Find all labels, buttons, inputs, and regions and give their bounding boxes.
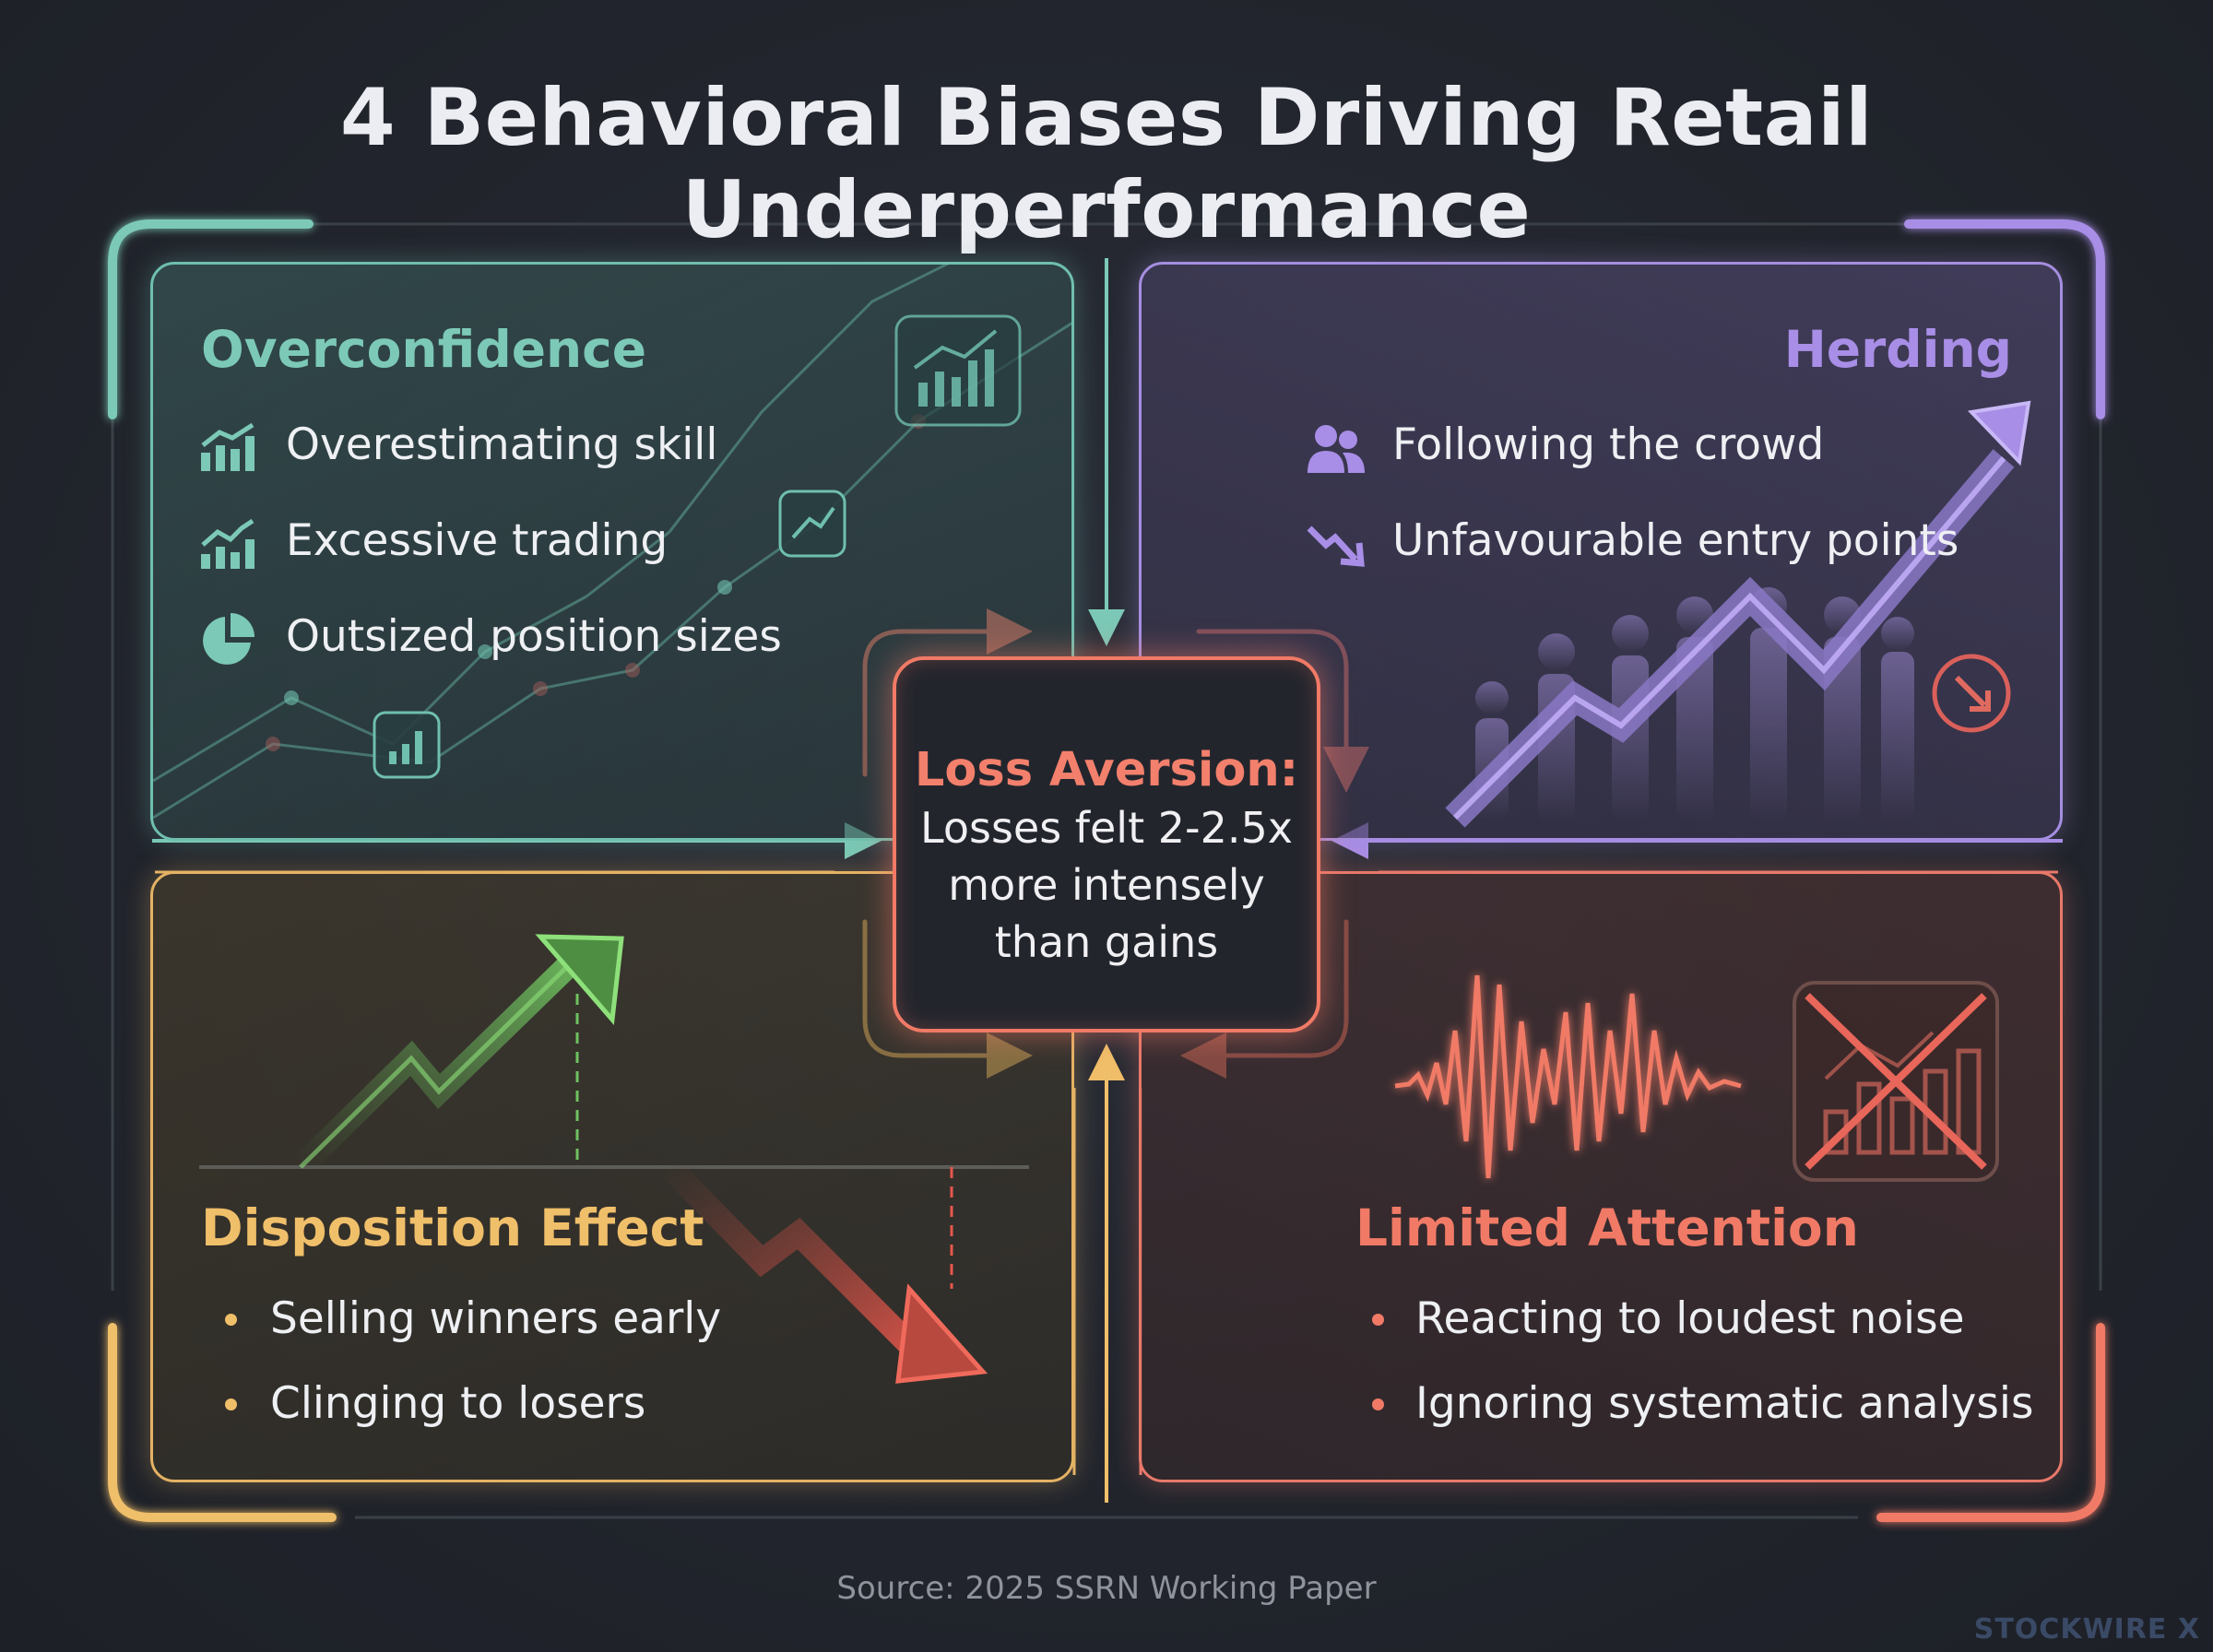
winners-losers-illustration: [199, 934, 1029, 1384]
noise-waveform: [1394, 974, 1742, 1179]
attention-item: Ignoring systematic analysis: [1415, 1378, 2034, 1429]
herding-item: Unfavourable entry points: [1392, 515, 1959, 566]
loss-aversion-title: Loss Aversion:: [914, 743, 1299, 797]
attention-title: Limited Attention: [1355, 1198, 1859, 1257]
brand-logo: STOCKWIRE X: [1973, 1613, 2200, 1646]
bar-chart-trend-icon: [201, 422, 254, 471]
disposition-item: Selling winners early: [270, 1293, 722, 1344]
disposition-title: Disposition Effect: [201, 1198, 704, 1257]
loss-aversion-text: more intensely: [948, 860, 1265, 910]
overconfidence-item: Excessive trading: [286, 515, 669, 566]
overconfidence-title: Overconfidence: [201, 320, 647, 379]
herding-title: Herding: [1783, 320, 2012, 379]
disposition-item: Clinging to losers: [270, 1378, 646, 1429]
loss-aversion-box: Loss Aversion: Losses felt 2-2.5x more i…: [893, 656, 1320, 1032]
down-indicator-icon: [1932, 654, 2011, 733]
bullet-dot: [1372, 1398, 1384, 1410]
people-icon: [1308, 425, 1365, 473]
page-title: 4 Behavioral Biases Driving Retail Under…: [339, 72, 1874, 256]
loss-aversion-text: Losses felt 2-2.5x: [920, 803, 1293, 853]
bullet-dot: [1372, 1314, 1384, 1326]
bullet-dot: [225, 1398, 237, 1410]
loss-aversion-text: than gains: [994, 917, 1219, 967]
chart-icon-large: [894, 314, 1022, 427]
herding-item: Following the crowd: [1392, 419, 1825, 470]
pie-chart-icon: [203, 613, 254, 665]
attention-item: Reacting to loudest noise: [1415, 1293, 1965, 1344]
noise-illustration: [1394, 974, 1999, 1182]
crowd-trend-illustration: [1445, 400, 2031, 828]
bar-chart-trend-icon: [201, 519, 254, 569]
trend-down-icon: [1307, 525, 1365, 567]
bullet-dot: [225, 1314, 237, 1326]
rising-chart-illustration: [153, 265, 1071, 820]
source-caption: Source: 2025 SSRN Working Paper: [836, 1570, 1377, 1607]
overconfidence-item: Outsized position sizes: [286, 611, 782, 662]
chart-crossed-icon: [1793, 981, 1999, 1182]
overconfidence-item: Overestimating skill: [286, 419, 718, 470]
